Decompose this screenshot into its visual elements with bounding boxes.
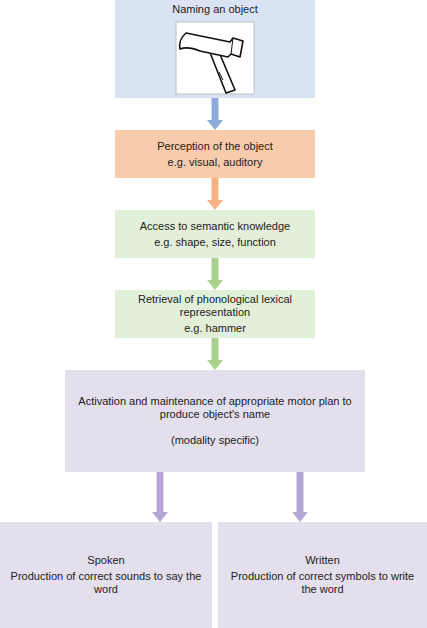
process-box: Perception of the object e.g. visual, aud… [115, 130, 315, 178]
flow-arrow [212, 338, 219, 360]
process-box: Access to semantic knowledge e.g. shape, … [115, 210, 315, 258]
box-detail: e.g. shape, size, function [154, 236, 276, 249]
box-detail: e.g. visual, auditory [168, 156, 263, 169]
box-label: Access to semantic knowledge [140, 220, 290, 233]
box-label: Spoken [87, 554, 124, 567]
flow-arrow [297, 472, 304, 512]
box-label: Perception of the object [157, 140, 273, 153]
process-box: Retrieval of phonological lexical repres… [115, 290, 315, 338]
box-label: Naming an object [172, 3, 258, 16]
flow-arrow [212, 98, 219, 120]
process-box: Activation and maintenance of appropriat… [65, 370, 365, 472]
box-label: Retrieval of phonological lexical repres… [121, 293, 309, 319]
box-label: Written [305, 554, 340, 567]
process-box: Naming an object [115, 0, 315, 98]
box-detail: e.g. hammer [184, 322, 246, 335]
box-detail: (modality specific) [171, 434, 259, 447]
box-detail: Production of correct symbols to write t… [224, 570, 421, 596]
flow-arrow [157, 472, 164, 512]
box-label: Activation and maintenance of appropriat… [71, 395, 359, 421]
flow-arrow [212, 258, 219, 280]
process-box: SpokenProduction of correct sounds to sa… [0, 522, 212, 628]
flow-arrow [212, 178, 219, 200]
box-detail: Production of correct sounds to say the … [6, 570, 206, 596]
process-box: WrittenProduction of correct symbols to … [218, 522, 427, 628]
